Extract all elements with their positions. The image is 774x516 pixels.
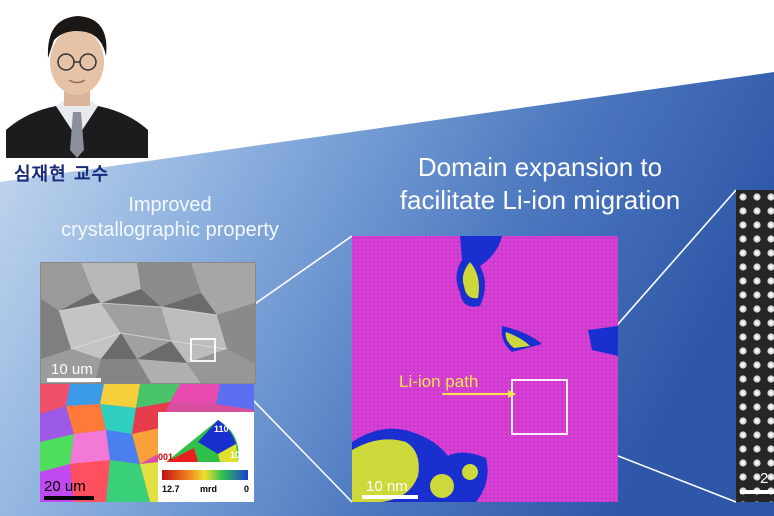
caption-crystallographic: Improved crystallographic property bbox=[20, 193, 320, 243]
stem-lattice-image: 2 bbox=[736, 190, 774, 502]
phase-scale-label: 10 nm bbox=[366, 478, 408, 495]
ebsd-map: 001 110 100 12.7 mrd 0 20 um bbox=[40, 384, 254, 502]
caption-domain-expansion: Domain expansion to facilitate Li-ion mi… bbox=[350, 151, 730, 216]
caption-center-line-2: facilitate Li-ion migration bbox=[399, 184, 681, 215]
professor-name: 심재현 교수 bbox=[14, 164, 110, 185]
ebsd-scale-bar bbox=[44, 496, 94, 500]
phase-scale-bar bbox=[362, 495, 418, 499]
phase-domain-map: 10 nm bbox=[352, 236, 618, 502]
li-ion-path-label: Li-ion path bbox=[399, 372, 479, 391]
phase-zoom-box bbox=[511, 379, 568, 435]
colorbar-unit: mrd bbox=[200, 484, 218, 494]
caption-center-line-1: Domain expansion to bbox=[417, 152, 663, 182]
colorbar-min: 0 bbox=[244, 484, 250, 494]
ipf-legend: 001 110 100 12.7 mrd 0 bbox=[158, 412, 254, 502]
portrait-photo bbox=[6, 0, 148, 158]
caption-left-line-2: crystallographic property bbox=[61, 219, 279, 241]
sem-scale-label: 10 um bbox=[51, 361, 93, 378]
sem-zoom-box bbox=[190, 338, 216, 362]
ipf-label-100: 100 bbox=[230, 450, 246, 460]
colorbar-max: 12.7 bbox=[162, 484, 180, 494]
ipf-label-001: 001 bbox=[158, 452, 174, 462]
sem-micrograph: 10 um bbox=[40, 262, 256, 384]
caption-left-line-1: Improved bbox=[128, 194, 212, 216]
stem-scale-bar bbox=[740, 490, 774, 494]
stem-scale-label: 2 bbox=[760, 470, 769, 487]
ebsd-scale-label: 20 um bbox=[44, 478, 86, 495]
sem-scale-bar bbox=[47, 378, 101, 382]
ipf-label-110: 110 bbox=[214, 424, 229, 434]
